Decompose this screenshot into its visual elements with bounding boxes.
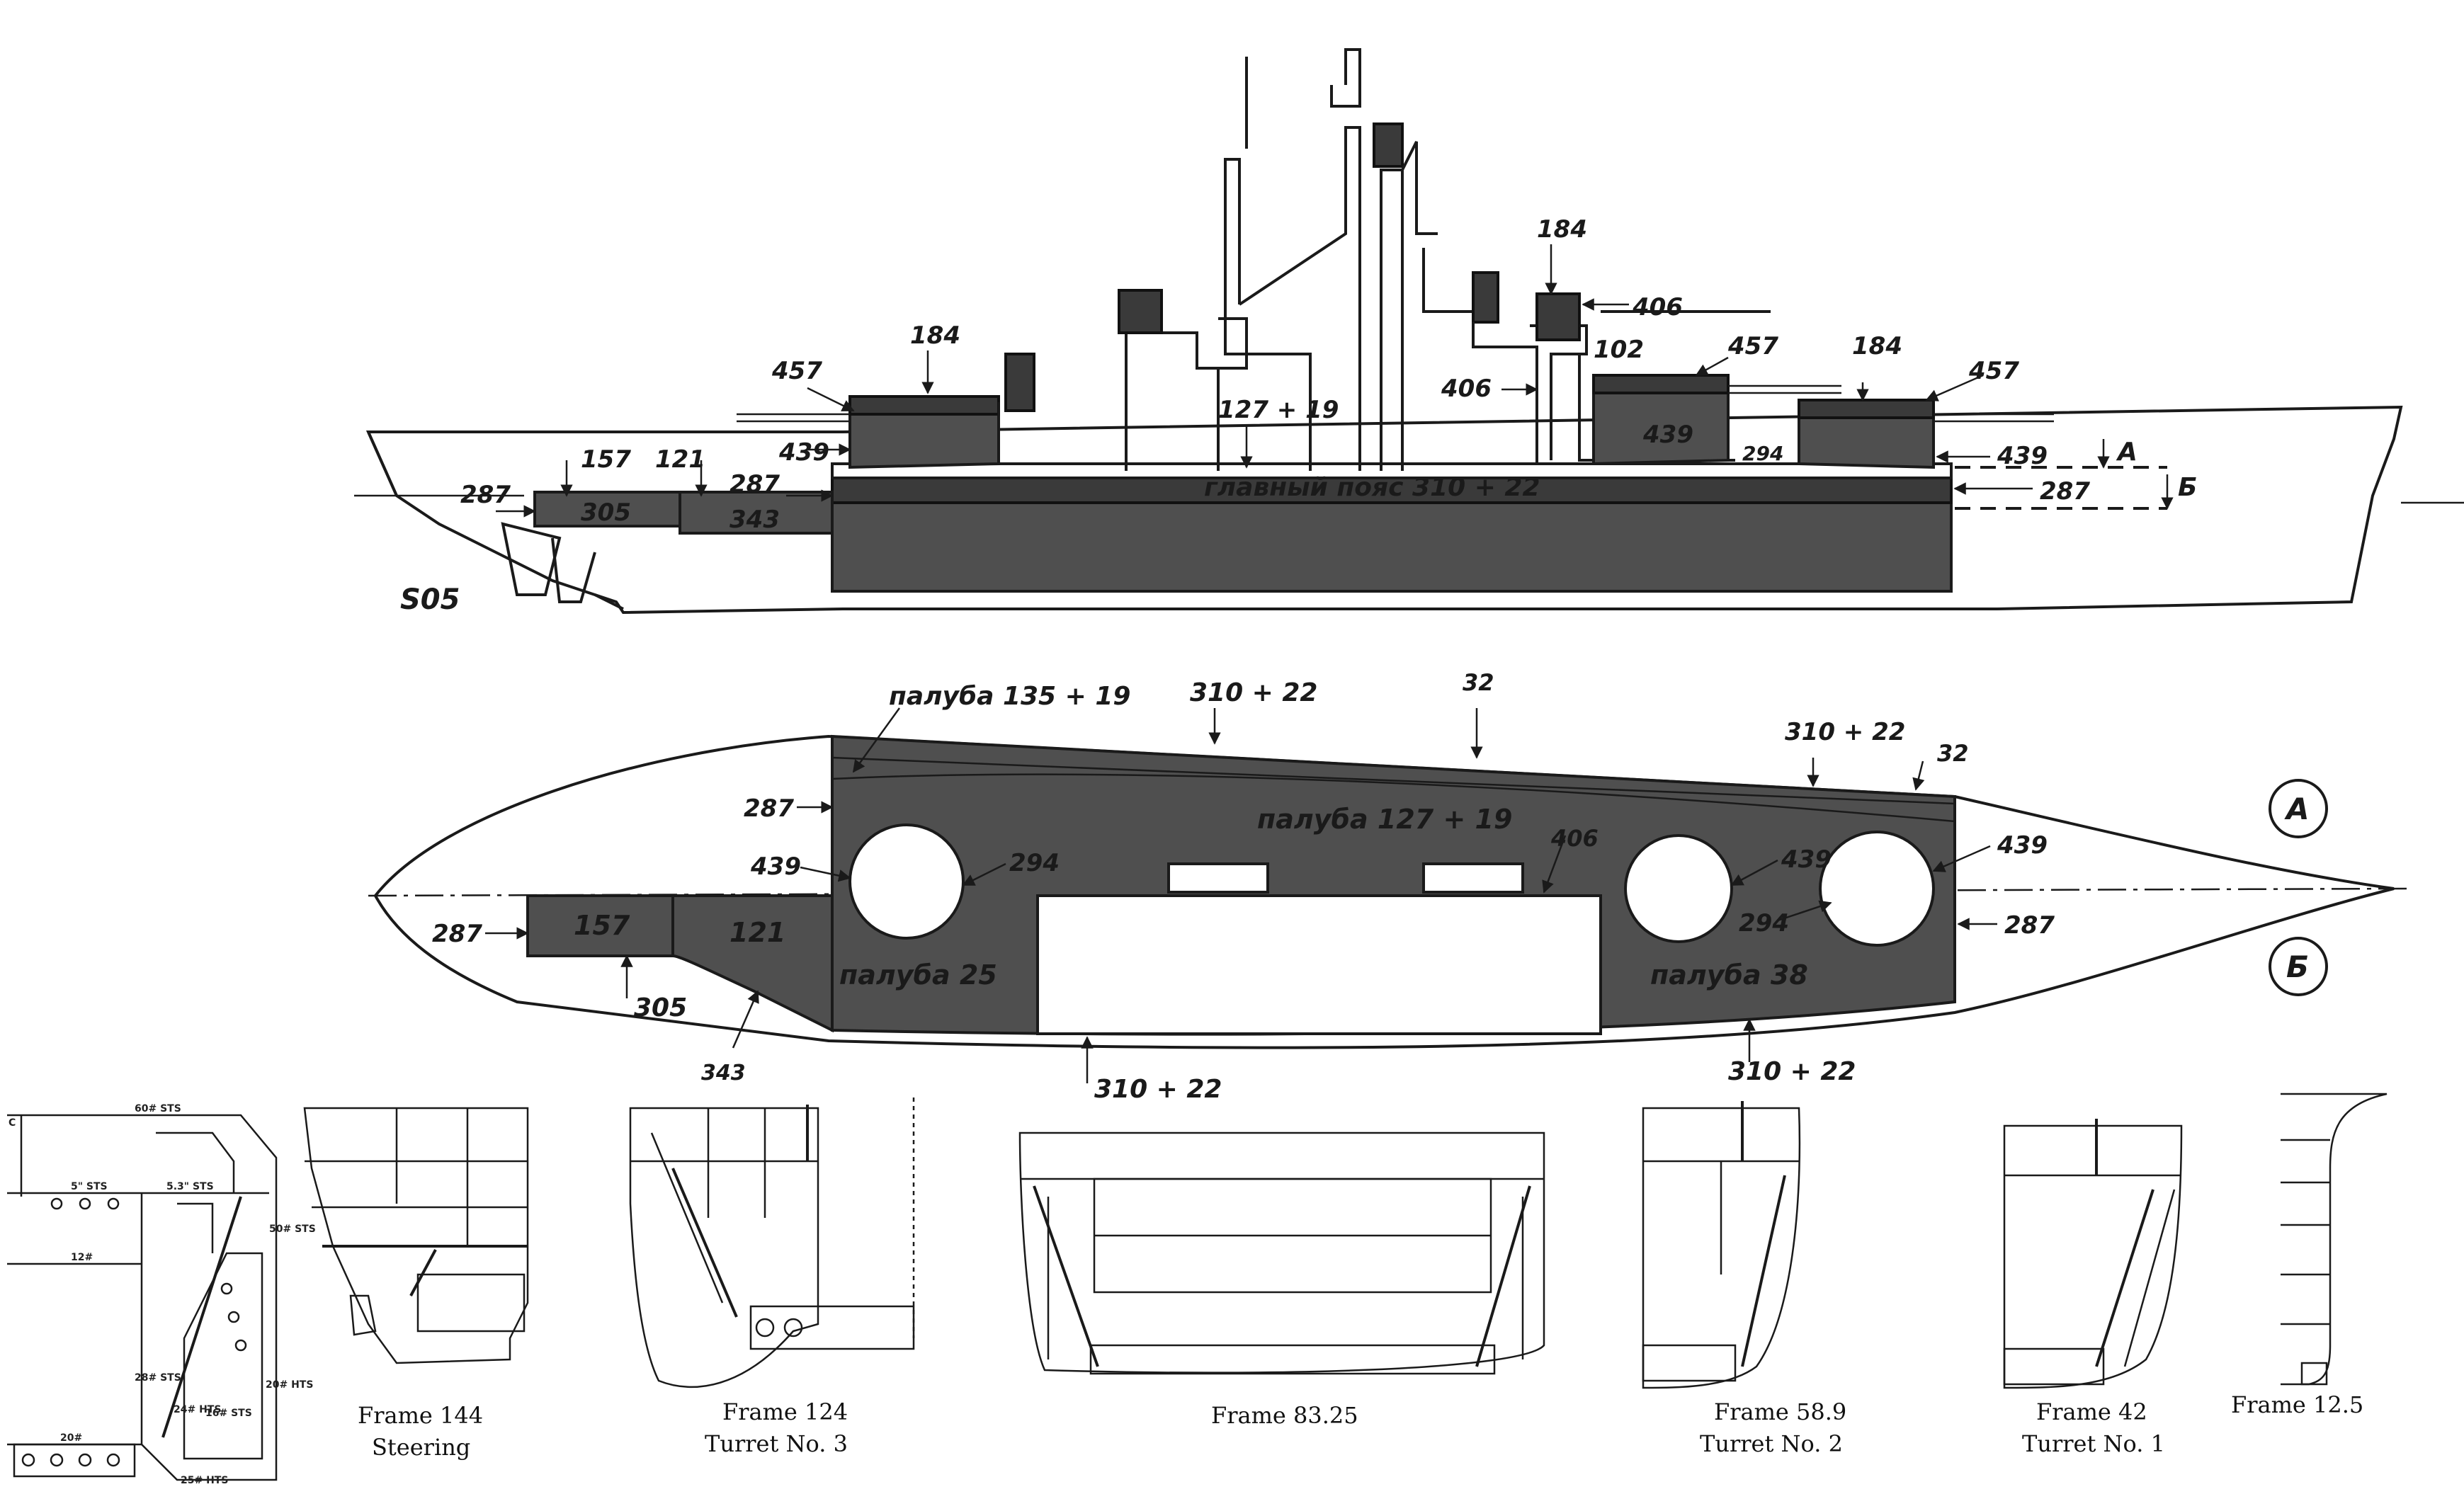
sec1-label-11: C xyxy=(8,1117,16,1129)
section-frame-58-9: Frame 58.9 Turret No. 2 xyxy=(1642,1101,1846,1457)
label-157: 157 xyxy=(581,445,631,474)
label-406b: 406 xyxy=(1441,375,1492,403)
sec1-label-8: 28# STS xyxy=(135,1372,181,1384)
label-31022-c: 310 + 22 xyxy=(1094,1075,1222,1104)
label-31022-d: 310 + 22 xyxy=(1728,1057,1856,1086)
sec7-caption-1: Frame 12.5 xyxy=(2231,1391,2363,1418)
sec2-caption-1: Frame 144 xyxy=(358,1402,483,1429)
label-287-plan-a: 287 xyxy=(744,794,794,823)
plan-outline xyxy=(373,734,2395,1049)
label-343: 343 xyxy=(729,506,780,534)
label-343-plan: 343 xyxy=(701,1061,746,1085)
sec1-label-1: 5" STS xyxy=(71,1181,108,1192)
sec5-caption-1: Frame 58.9 xyxy=(1714,1398,1846,1425)
label-A: А xyxy=(2116,438,2137,467)
label-439c: 439 xyxy=(1997,442,2048,470)
label-main-belt: главный пояс 310 + 22 xyxy=(1204,473,1540,502)
section-frame-124: Frame 124 Turret No. 3 xyxy=(629,1097,915,1457)
label-121-plan: 121 xyxy=(729,917,785,948)
section-frame-144: Frame 144 Steering xyxy=(303,1107,529,1461)
label-157-plan: 157 xyxy=(574,910,630,941)
marker-A-letter: А xyxy=(2284,792,2310,826)
side-profile: 184 457 439 287 287 157 121 305 343 127 … xyxy=(354,48,2464,616)
sec1-label-6: 25# HTS xyxy=(181,1475,228,1486)
label-457a: 457 xyxy=(771,357,822,385)
label-31022-b: 310 + 22 xyxy=(1785,718,1905,746)
label-406-plan: 406 xyxy=(1550,825,1599,852)
label-32-b: 32 xyxy=(1937,740,1969,767)
label-deck-127-19-plan: палуба 127 + 19 xyxy=(1257,804,1512,835)
section-frame-83-25: Frame 83.25 xyxy=(1018,1131,1545,1429)
sec6-caption-1: Frame 42 xyxy=(2036,1398,2147,1425)
label-439b: 439 xyxy=(1642,421,1693,449)
aft-block-343 xyxy=(679,491,834,535)
sec6-caption-2: Turret No. 1 xyxy=(2022,1430,2165,1457)
drawing-code: S05 xyxy=(400,583,460,616)
sec4-caption-1: Frame 83.25 xyxy=(1211,1402,1358,1429)
label-184b: 184 xyxy=(1537,215,1587,244)
label-287a: 287 xyxy=(460,481,511,509)
label-457c: 457 xyxy=(1968,357,2019,385)
director-box xyxy=(1535,292,1581,341)
label-287c: 287 xyxy=(2040,477,2090,506)
label-305-plan: 305 xyxy=(634,993,687,1022)
sec5-caption-2: Turret No. 2 xyxy=(1700,1430,1843,1457)
label-439-plan-b: 439 xyxy=(1781,845,1832,874)
sec1-label-3: 12# xyxy=(71,1252,93,1263)
sec1-label-2: 5.3" STS xyxy=(166,1181,214,1192)
sec1-label-10: 16# STS xyxy=(205,1408,252,1419)
sec1-label-7: 20# HTS xyxy=(266,1379,313,1391)
marker-A xyxy=(2269,779,2328,838)
label-294: 294 xyxy=(1742,442,1783,465)
plan-open-area xyxy=(1036,894,1602,1035)
label-439-plan-a: 439 xyxy=(750,853,801,881)
hull-outline xyxy=(365,405,2403,615)
section-frame-12-5: Frame 12.5 xyxy=(2231,1093,2388,1418)
label-deck-25: палуба 25 xyxy=(839,959,997,991)
barbette-2 xyxy=(1624,834,1733,943)
plan-view: А Б палуба 135 + 19 310 + 22 32 310 + 22… xyxy=(368,669,2409,1104)
label-294-plan-b: 294 xyxy=(1739,909,1789,937)
barbette-aft xyxy=(848,823,965,940)
sec2-caption-2: Steering xyxy=(372,1434,470,1461)
label-305: 305 xyxy=(581,498,631,527)
label-439-plan-c: 439 xyxy=(1997,831,2048,860)
label-deck-127-19: 127 + 19 xyxy=(1218,396,1339,424)
label-deck-38: палуба 38 xyxy=(1650,959,1808,991)
section-detail: 60# STS 5" STS 5.3" STS 12# 50# STS 20# … xyxy=(7,1103,316,1486)
sec3-caption-1: Frame 124 xyxy=(722,1398,848,1425)
label-121: 121 xyxy=(655,445,705,474)
label-287b: 287 xyxy=(729,470,780,498)
section-frame-42: Frame 42 Turret No. 1 xyxy=(2003,1119,2183,1457)
label-294-plan-a: 294 xyxy=(1009,849,1060,877)
plan-aft-121 xyxy=(671,894,834,1033)
label-102: 102 xyxy=(1594,336,1644,364)
barbette-1 xyxy=(1819,831,1935,947)
label-287-plan-c: 287 xyxy=(432,920,482,948)
sec3-caption-2: Turret No. 3 xyxy=(705,1430,848,1457)
sec1-label-5: 20# xyxy=(60,1432,82,1444)
label-184a: 184 xyxy=(910,321,960,350)
label-31022-a: 310 + 22 xyxy=(1190,678,1317,707)
label-457b: 457 xyxy=(1727,332,1778,360)
label-406a: 406 xyxy=(1632,293,1683,321)
marker-B xyxy=(2269,937,2328,996)
label-deck-135-19: палуба 135 + 19 xyxy=(889,682,1130,711)
upper-deck-strip xyxy=(831,462,1953,479)
label-32-a: 32 xyxy=(1463,669,1494,696)
sec1-label-0: 60# STS xyxy=(135,1103,181,1114)
label-B: Б xyxy=(2178,473,2197,502)
sec1-label-4: 50# STS xyxy=(269,1224,316,1235)
label-184c: 184 xyxy=(1852,332,1902,360)
marker-B-letter: Б xyxy=(2286,950,2309,984)
sec1-label-9: 24# HTS xyxy=(174,1404,221,1415)
label-439a: 439 xyxy=(778,438,829,467)
label-287-plan-b: 287 xyxy=(2004,911,2055,940)
